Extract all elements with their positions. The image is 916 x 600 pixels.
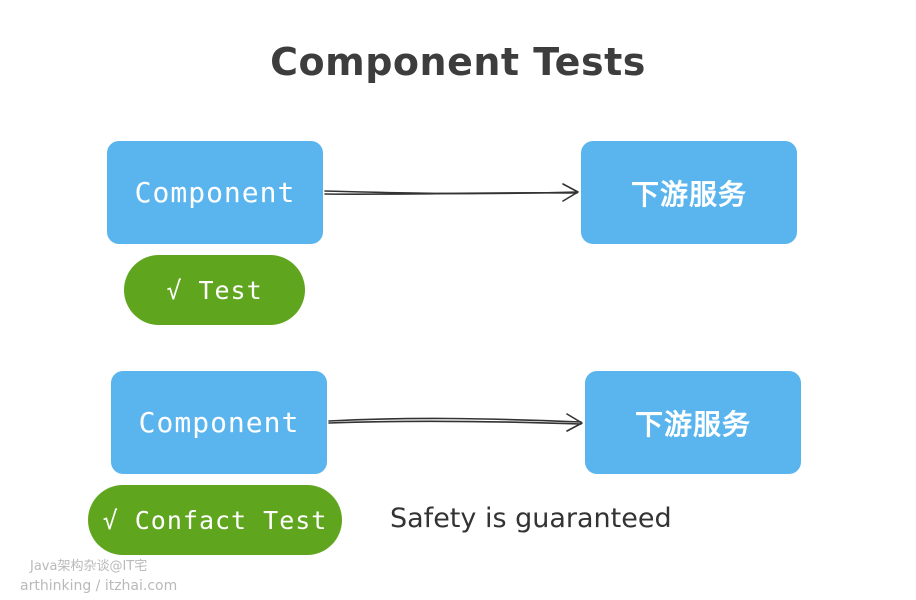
- arrow-row-2: [328, 413, 583, 432]
- contract-test-pill: √ Confact Test: [88, 485, 342, 555]
- safety-note: Safety is guaranteed: [390, 503, 672, 534]
- component-box-2: Component: [111, 371, 327, 474]
- component-box-1: Component: [107, 141, 323, 244]
- downstream-service-box-1: 下游服务: [581, 141, 797, 244]
- diagram-title: Component Tests: [270, 40, 646, 84]
- watermark-line-1: Java架构杂谈@IT宅: [30, 559, 148, 574]
- downstream-service-box-2: 下游服务: [585, 371, 801, 474]
- test-pill-1: √ Test: [124, 255, 305, 325]
- arrow-row-1: [324, 183, 579, 202]
- watermark-line-2: arthinking / itzhai.com: [20, 578, 178, 594]
